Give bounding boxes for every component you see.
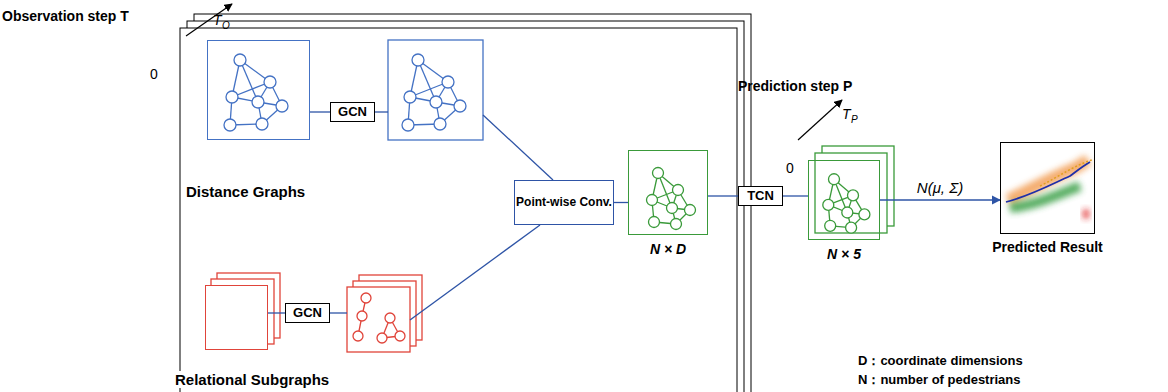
connector bbox=[783, 195, 808, 196]
node-heading: N × D bbox=[650, 241, 686, 257]
merge-line bbox=[410, 225, 540, 320]
node-label: GCN bbox=[338, 105, 367, 120]
node-label: Point-wise Conv. bbox=[516, 196, 612, 210]
distance-graph bbox=[402, 54, 466, 131]
node-label: GCN bbox=[293, 306, 322, 321]
prediction-stack bbox=[815, 153, 887, 233]
merge-line bbox=[483, 115, 553, 180]
prediction-graph-box: N × 5 bbox=[808, 160, 880, 240]
subgraph-output-box bbox=[347, 287, 410, 352]
time-axis bbox=[186, 4, 232, 36]
graph-illustration bbox=[647, 168, 696, 230]
distance-graph bbox=[224, 54, 288, 131]
node-heading: Relational Subgraphs bbox=[173, 371, 331, 388]
distribution-label: N(μ, Σ) bbox=[915, 179, 965, 196]
connector bbox=[880, 199, 1000, 200]
axis-origin: 0 bbox=[150, 66, 158, 82]
axis-subscript: P bbox=[851, 114, 858, 125]
axis-title: Observation step T bbox=[2, 8, 129, 24]
feature-graph-box: N × D bbox=[628, 150, 708, 235]
graph-output-box bbox=[388, 40, 483, 140]
axis-symbol: T bbox=[213, 12, 222, 28]
connector bbox=[708, 195, 738, 196]
axis-origin: 0 bbox=[786, 160, 794, 176]
notation-note: N：number of pedestrians bbox=[858, 371, 1021, 389]
node-heading: Predicted Result bbox=[992, 239, 1102, 255]
axis-subscript: O bbox=[222, 20, 230, 31]
gcn-box: GCN bbox=[330, 102, 375, 122]
predicted-result-box: Predicted Result bbox=[1000, 142, 1095, 234]
node-label: TCN bbox=[747, 189, 774, 204]
distance-graph-box: Distance Graphs bbox=[207, 40, 310, 140]
connector bbox=[310, 111, 330, 112]
node-heading: Distance Graphs bbox=[186, 183, 305, 200]
graph-illustration bbox=[823, 174, 870, 233]
connector bbox=[268, 312, 285, 313]
trajectory-picture bbox=[1006, 160, 1092, 219]
relational-subgraph bbox=[353, 293, 405, 343]
tcn-box: TCN bbox=[738, 186, 783, 206]
relational-subgraph-box: Relational Subgraphs bbox=[205, 285, 268, 350]
axis-symbol: T bbox=[842, 106, 851, 122]
gcn-box: GCN bbox=[285, 303, 330, 323]
time-axis bbox=[798, 100, 842, 140]
axis-title: Prediction step P bbox=[738, 78, 852, 94]
gcn-output-line bbox=[375, 111, 388, 112]
pointwise-conv-box: Point-wise Conv. bbox=[514, 180, 614, 225]
gcn-output-line bbox=[330, 312, 347, 313]
connector bbox=[614, 202, 628, 203]
node-heading: N × 5 bbox=[827, 246, 861, 262]
notation-note: D：coordinate dimensions bbox=[858, 352, 1023, 370]
observation-frame bbox=[180, 28, 737, 392]
